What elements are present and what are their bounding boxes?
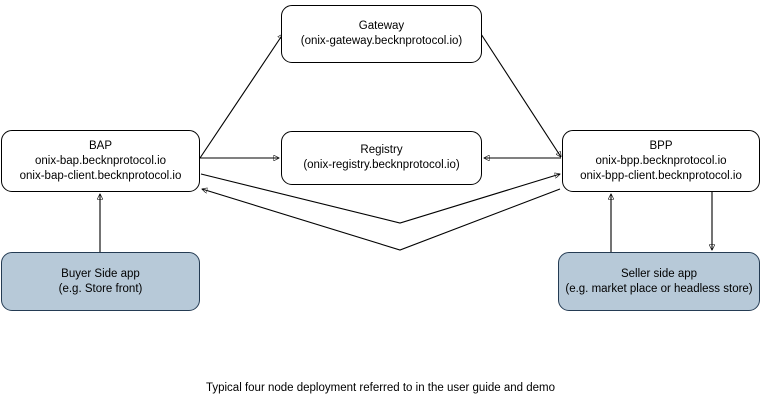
node-seller-side-app-title: Seller side app [620, 267, 698, 280]
node-registry[interactable]: Registry (onix-registry.becknprotocol.io… [281, 131, 482, 185]
node-bap-title: BAP [88, 139, 112, 152]
node-registry-host: (onix-registry.becknprotocol.io) [303, 159, 460, 171]
node-seller-side-app[interactable]: Seller side app (e.g. market place or he… [558, 252, 760, 311]
node-seller-side-app-subtitle: (e.g. market place or headless store) [565, 282, 753, 295]
edge-bpp-to-bap [202, 189, 561, 251]
node-bpp-host-2: onix-bpp-client.becknprotocol.io [580, 169, 742, 182]
node-bpp[interactable]: BPP onix-bpp.becknprotocol.io onix-bpp-c… [562, 130, 760, 192]
node-buyer-side-app-title: Buyer Side app [61, 267, 140, 280]
node-gateway-title: Gateway [358, 20, 405, 32]
edge-bap-to-gateway [199, 34, 283, 159]
node-gateway[interactable]: Gateway (onix-gateway.becknprotocol.io) [281, 5, 482, 63]
node-gateway-host: (onix-gateway.becknprotocol.io) [300, 35, 463, 47]
node-registry-title: Registry [360, 144, 403, 156]
node-bap-host-1: onix-bap.becknprotocol.io [34, 154, 167, 167]
node-bpp-host-1: onix-bpp.becknprotocol.io [595, 154, 727, 167]
node-bap[interactable]: BAP onix-bap.becknprotocol.io onix-bap-c… [1, 130, 200, 192]
node-bap-host-2: onix-bap-client.becknprotocol.io [19, 169, 182, 182]
edge-bap-to-bpp [200, 174, 560, 224]
edge-gateway-to-bpp [480, 33, 561, 157]
node-buyer-side-app-subtitle: (e.g. Store front) [58, 282, 143, 295]
node-bpp-title: BPP [649, 139, 673, 152]
diagram-caption: Typical four node deployment referred to… [205, 382, 556, 394]
node-buyer-side-app[interactable]: Buyer Side app (e.g. Store front) [1, 252, 200, 311]
